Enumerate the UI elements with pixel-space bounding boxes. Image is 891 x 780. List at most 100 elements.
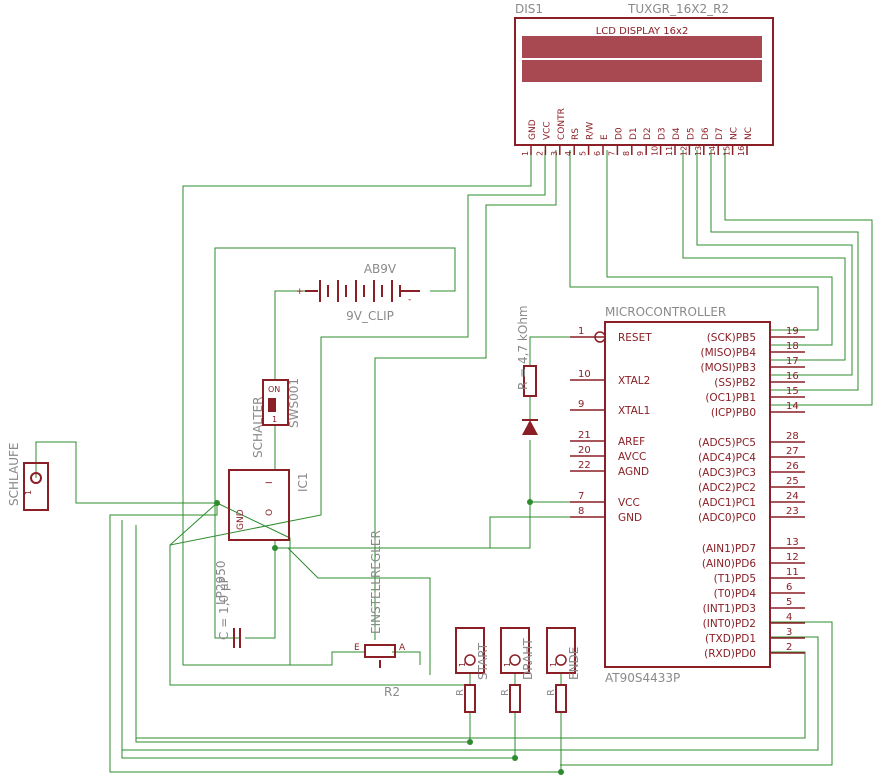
mcu-left-pin-number: 9: [578, 399, 584, 410]
lcd-pin-name: D4: [672, 127, 682, 140]
mcu-right-pin-number: 27: [786, 446, 799, 457]
connector-pin: 1: [458, 662, 467, 667]
connector-name: ENDE: [567, 647, 581, 680]
mcu-right-pin-number: 24: [786, 491, 799, 502]
mcu-right-pin-name: (ICP)PB0: [711, 407, 756, 419]
connector-name: DRAHT: [521, 638, 535, 680]
connector-name: START: [476, 642, 490, 680]
lcd-name: DIS1: [515, 2, 543, 16]
lcd-pin-number: 15: [723, 146, 732, 156]
lcd-pin-number: 14: [708, 146, 717, 156]
lcd-pin-number: 9: [636, 151, 645, 156]
mcu-left-pin-number: 21: [578, 430, 591, 441]
mcu-right-pin-name: (ADC3)PC3: [698, 467, 756, 479]
mcu-right-pin-number: 17: [786, 356, 799, 367]
mcu-right-pin-name: (AIN0)PD6: [702, 558, 756, 570]
capacitor-label: C = 1,0 µF: [217, 576, 231, 640]
lcd-pin-number: 11: [665, 146, 674, 156]
schlaufe-name: SCHLAUFE: [7, 443, 21, 506]
microcontroller: MICROCONTROLLER AT90S4433P 1RESET10XTAL2…: [570, 305, 805, 685]
switch-state: 1: [272, 415, 277, 424]
lcd-pin-name: VCC: [542, 121, 552, 140]
lcd-pin-name: R/W: [586, 122, 596, 140]
lcd-line-1: [522, 36, 762, 58]
mcu-right-pin-name: (SCK)PB5: [707, 332, 756, 344]
mcu-title: MICROCONTROLLER: [605, 305, 726, 319]
mcu-right-pin-number: 25: [786, 476, 799, 487]
mcu-right-pin-name: (SS)PB2: [714, 377, 756, 389]
mcu-right-pin-number: 19: [786, 326, 799, 337]
mcu-left-pin-name: GND: [618, 512, 642, 524]
mcu-left-pin-number: 20: [578, 445, 591, 456]
mcu-right-pin-number: 23: [786, 506, 799, 517]
switch: ON 1 SCHALTER SWS001: [251, 378, 301, 458]
switch-value: SWS001: [287, 378, 301, 428]
connector-start: START 1R: [455, 627, 490, 713]
battery: AB9V 9V_CLIP + -: [296, 262, 420, 323]
lcd-pin-number: 13: [694, 146, 703, 156]
diode: [522, 419, 538, 435]
potentiometer: EINSTELLREGLER R2 E A: [354, 530, 406, 699]
lcd-pin-name: E: [600, 134, 610, 140]
mcu-right-pin-name: (OC1)PB1: [705, 392, 756, 404]
lcd-pins: GND1VCC2CONTR3RS4R/W5E6D07D18D29D310D411…: [521, 108, 754, 156]
battery-value: 9V_CLIP: [346, 309, 394, 323]
mcu-right-pin-name: (INT0)PD2: [703, 618, 756, 630]
battery-name: AB9V: [364, 262, 397, 276]
lcd-pin-name: NC: [730, 127, 740, 140]
mcu-right-pin-number: 11: [786, 567, 799, 578]
connector-r: R: [546, 689, 557, 696]
mcu-pins: 1RESET10XTAL29XTAL121AREF20AVCC22AGND7VC…: [570, 326, 805, 660]
mcu-left-pin-name: AGND: [618, 466, 649, 478]
mcu-left-pin-number: 8: [578, 506, 584, 517]
mcu-right-pin-number: 3: [786, 627, 792, 638]
mcu-right-pin-name: (RXD)PD0: [704, 648, 756, 660]
lcd-display: LCD DISPLAY 16x2 DIS1 TUXGR_16X2_R2 GND 1…: [514, 2, 774, 156]
lcd-pin-number: 4: [564, 151, 573, 156]
mcu-right-pin-name: (ADC1)PC1: [698, 497, 756, 509]
regulator-value: LP2950: [214, 561, 228, 605]
lcd-pin-number: 6: [593, 151, 602, 156]
switch-on: ON: [268, 385, 280, 394]
mcu-right-pin-number: 18: [786, 341, 799, 352]
potentiometer-name: EINSTELLREGLER: [369, 530, 383, 634]
lcd-pin-number: 2: [535, 151, 544, 156]
junctions: [214, 499, 564, 775]
potentiometer-a: A: [399, 643, 406, 653]
switch-name: SCHALTER: [251, 396, 265, 458]
connector-pin: 1: [503, 662, 512, 667]
lcd-pin-name: D6: [701, 127, 711, 140]
mcu-left-pin-name: XTAL1: [618, 405, 650, 417]
mcu-right-pin-number: 15: [786, 386, 799, 397]
regulator-in: I: [265, 481, 275, 484]
mcu-left-pin-number: 1: [578, 326, 584, 337]
mcu-left-pin-number: 10: [578, 369, 591, 380]
mcu-right-pin-name: (INT1)PD3: [703, 603, 756, 615]
lcd-pin-name: D3: [658, 127, 668, 140]
mcu-right-pin-number: 26: [786, 461, 799, 472]
connector-r: R: [455, 689, 466, 696]
lcd-pin-number: 7: [607, 151, 616, 156]
mcu-left-pin-name: XTAL2: [618, 375, 650, 387]
potentiometer-value: R2: [384, 685, 400, 699]
lcd-value: TUXGR_16X2_R2: [627, 2, 729, 16]
lcd-pin-name: NC: [744, 127, 754, 140]
lcd-pin-name: GND: [528, 119, 538, 140]
reset-resistor: R = 4,7 kOhm: [516, 305, 537, 397]
lcd-pin-number: 5: [579, 151, 588, 156]
schlaufe-connector: SCHLAUFE 1: [7, 443, 49, 511]
mcu-left-pin-number: 7: [578, 491, 584, 502]
regulator-out: O: [265, 509, 275, 516]
lcd-pin-name: D2: [643, 127, 653, 140]
mcu-left-pin-name: AVCC: [618, 451, 646, 463]
mcu-right-pin-name: (ADC0)PC0: [698, 512, 756, 524]
mcu-right-pin-name: (ADC4)PC4: [698, 452, 756, 464]
mcu-right-pin-number: 28: [786, 431, 799, 442]
lcd-title: LCD DISPLAY 16x2: [596, 26, 689, 37]
battery-plus: +: [296, 287, 304, 297]
lcd-pin-name: D5: [686, 127, 696, 140]
lcd-pin-number: 8: [622, 151, 631, 156]
